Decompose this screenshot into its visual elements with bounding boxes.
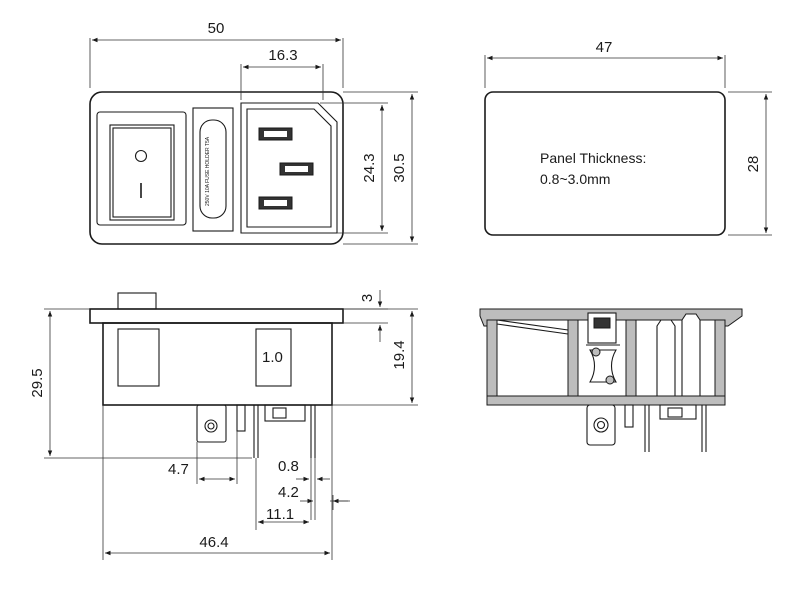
side-terminals xyxy=(196,404,316,458)
dim-terminal-spacing: 4.7 xyxy=(168,461,189,478)
dim-base-width: 46.4 xyxy=(199,534,228,551)
side-switch-cap xyxy=(117,292,157,310)
side-window-left xyxy=(117,328,160,387)
section-fuse-insert xyxy=(586,312,620,385)
switch-off-circle xyxy=(134,149,148,163)
side-body xyxy=(102,322,333,406)
dim-total-depth: 29.5 xyxy=(29,368,46,397)
dim-cutout-width: 47 xyxy=(596,39,613,56)
dim-pin-width: 0.8 xyxy=(278,458,299,475)
fuse-marking: 250V 10A FUSE HOLDER T5A xyxy=(205,136,211,206)
section-view xyxy=(479,308,743,452)
side-window-right xyxy=(255,328,292,387)
dim-flange-thickness: 3 xyxy=(359,294,376,302)
section-left-wall xyxy=(486,319,498,406)
dim-inlet-width: 16.3 xyxy=(268,47,297,64)
fuse-holder: 250V 10A FUSE HOLDER T5A xyxy=(192,107,234,232)
panel-cutout-view: Panel Thickness: 0.8~3.0mm 47 28 xyxy=(484,39,772,236)
dim-cutout-height: 28 xyxy=(745,156,762,173)
dim-body-depth: 19.4 xyxy=(391,340,408,369)
dim-body-height: 30.5 xyxy=(391,153,408,182)
section-divider-right xyxy=(625,319,637,397)
section-bottom xyxy=(486,395,726,406)
dim-window: 1.0 xyxy=(262,349,283,366)
dim-inlet-height: 24.3 xyxy=(361,153,378,182)
rocker-switch xyxy=(96,111,187,226)
section-inlet-pins xyxy=(656,313,701,397)
panel-cutout xyxy=(484,91,726,236)
dim-overall-width: 50 xyxy=(208,20,225,37)
panel-note-title: Panel Thickness: xyxy=(540,150,646,166)
dim-pin-offset: 4.2 xyxy=(278,484,299,501)
section-divider-left xyxy=(567,319,579,397)
section-right-wall xyxy=(714,319,726,406)
side-view: 1.0 3 19.4 29.5 xyxy=(29,290,418,560)
iec-inlet xyxy=(240,102,338,234)
section-terminals xyxy=(586,404,707,452)
side-flange xyxy=(89,308,344,324)
front-outer-frame xyxy=(89,91,344,245)
dim-pin-pitch: 11.1 xyxy=(266,506,294,523)
front-view: 250V 10A FUSE HOLDER T5A 50 16.3 24.3 xyxy=(89,20,418,245)
panel-note-value: 0.8~3.0mm xyxy=(540,171,610,187)
